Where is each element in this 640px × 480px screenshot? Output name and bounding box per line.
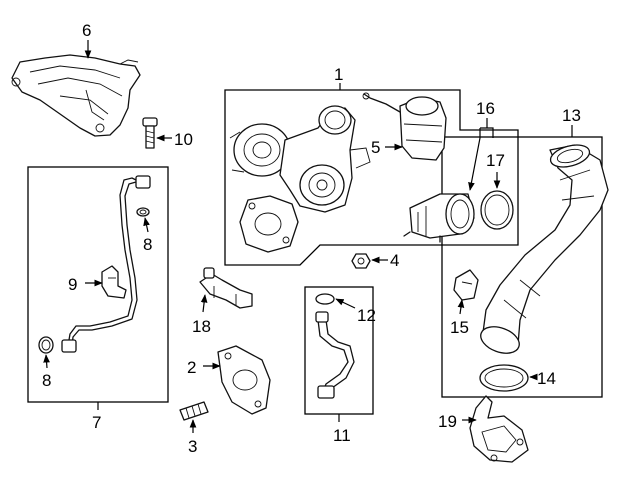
heat-shield-part xyxy=(11,54,141,137)
turbocharger-part xyxy=(229,105,371,253)
callout-5: 5 xyxy=(371,138,380,157)
wastegate-actuator-part xyxy=(362,92,447,161)
oil-feed-frame xyxy=(27,166,169,403)
bracket-part-9 xyxy=(101,265,127,299)
gasket-part-2 xyxy=(217,345,271,415)
stud-part-3 xyxy=(179,401,209,421)
callout-6: 6 xyxy=(82,21,91,40)
callout-14: 14 xyxy=(537,369,556,388)
turbo-assembly-frame xyxy=(224,89,519,266)
seal-ring-part-17 xyxy=(480,190,514,230)
callout-8-upper: 8 xyxy=(143,235,152,254)
callout-8-lower: 8 xyxy=(42,371,51,390)
intercooler-hose-frame xyxy=(441,136,603,398)
callout-10: 10 xyxy=(174,130,193,149)
intercooler-hose-part xyxy=(480,144,609,354)
oil-feed-line-part xyxy=(61,175,151,353)
callout-7: 7 xyxy=(92,413,101,432)
callout-13: 13 xyxy=(562,106,581,125)
callout-15: 15 xyxy=(450,318,469,337)
callout-19: 19 xyxy=(438,412,457,431)
callout-18: 18 xyxy=(192,317,211,336)
clip-part-15 xyxy=(453,269,479,301)
callout-12: 12 xyxy=(357,306,376,325)
seal-ring-part-14 xyxy=(479,364,529,392)
callout-17: 17 xyxy=(486,151,505,170)
sensor-part-18 xyxy=(199,267,253,309)
callout-3: 3 xyxy=(188,437,197,456)
nut-part-4 xyxy=(351,253,371,269)
callout-11: 11 xyxy=(333,426,351,445)
bolt-part-10 xyxy=(142,117,158,149)
leader-lines xyxy=(43,40,573,433)
washer-part-8-lower xyxy=(38,336,54,354)
washer-part-8-upper xyxy=(136,207,150,217)
callout-1: 1 xyxy=(334,65,343,84)
bracket-part-19 xyxy=(469,395,529,463)
callout-4: 4 xyxy=(390,251,399,270)
turbo-outlet-pipe-part xyxy=(403,193,475,243)
oil-return-pipe-part xyxy=(315,293,355,399)
callout-9: 9 xyxy=(68,275,77,294)
callout-16: 16 xyxy=(476,99,495,118)
callout-2: 2 xyxy=(187,358,196,377)
